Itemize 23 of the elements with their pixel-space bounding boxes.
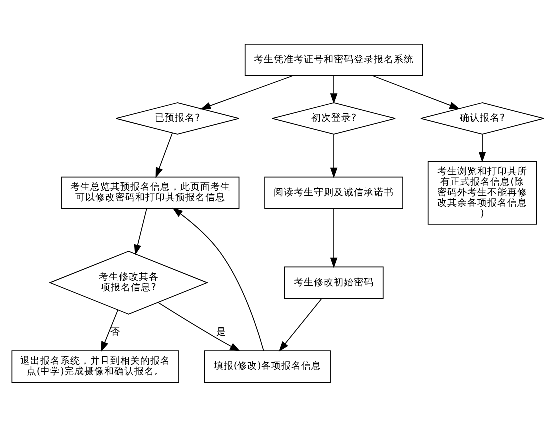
node-box: 退出报名系统，并且到相关的报名点(中学)完成摄像和确认报名。 bbox=[12, 350, 180, 383]
arrow bbox=[134, 208, 148, 256]
arrow bbox=[101, 310, 119, 352]
arrow bbox=[172, 208, 264, 352]
node-diamond: 初次登录? bbox=[272, 102, 396, 135]
node-box: 阅读考生守则及诚信承诺书 bbox=[264, 176, 404, 210]
arrow bbox=[330, 208, 338, 268]
node-box: 考生凭准考证号和密码登录报名系统 bbox=[244, 44, 424, 76]
arrow bbox=[278, 298, 322, 352]
node-box: 考生浏览和打印其所有正式报名信息(除密码外考生不能再修改其余各项报名信息) bbox=[428, 161, 538, 225]
edge-label: 否 bbox=[110, 327, 121, 338]
node-box: 考生总览其预报名信息，此页面考生可以修改密码和打印其预报名信息 bbox=[62, 176, 240, 210]
arrow bbox=[372, 76, 460, 110]
arrow bbox=[330, 134, 338, 178]
node-box: 考生修改初始密码 bbox=[284, 266, 384, 300]
arrow bbox=[200, 76, 294, 110]
edge-label: 是 bbox=[216, 327, 226, 338]
arrow bbox=[330, 76, 338, 104]
arrow bbox=[158, 302, 241, 352]
arrow bbox=[478, 134, 486, 163]
arrow bbox=[156, 132, 174, 178]
node-diamond: 考生修改其各项报名信息? bbox=[49, 251, 209, 315]
node-box: 填报(修改)各项报名信息 bbox=[204, 350, 331, 383]
